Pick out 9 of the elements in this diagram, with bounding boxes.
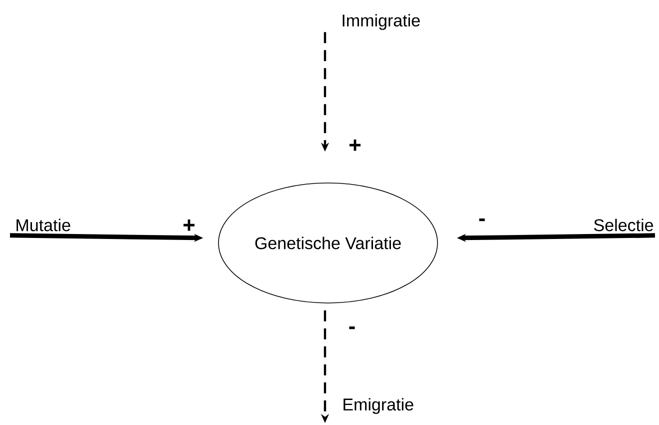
edge-label: + xyxy=(184,220,195,231)
edge-label: - xyxy=(349,326,355,330)
edge-label: - xyxy=(479,218,485,222)
node-label: Immigratie xyxy=(342,14,420,30)
node-label: Selectie xyxy=(594,218,654,232)
edge-label: + xyxy=(350,140,361,151)
node-label: Mutatie xyxy=(16,218,70,232)
node-label: Emigratie xyxy=(344,398,414,414)
ellipse-node: Genetische Variatie xyxy=(218,182,438,304)
